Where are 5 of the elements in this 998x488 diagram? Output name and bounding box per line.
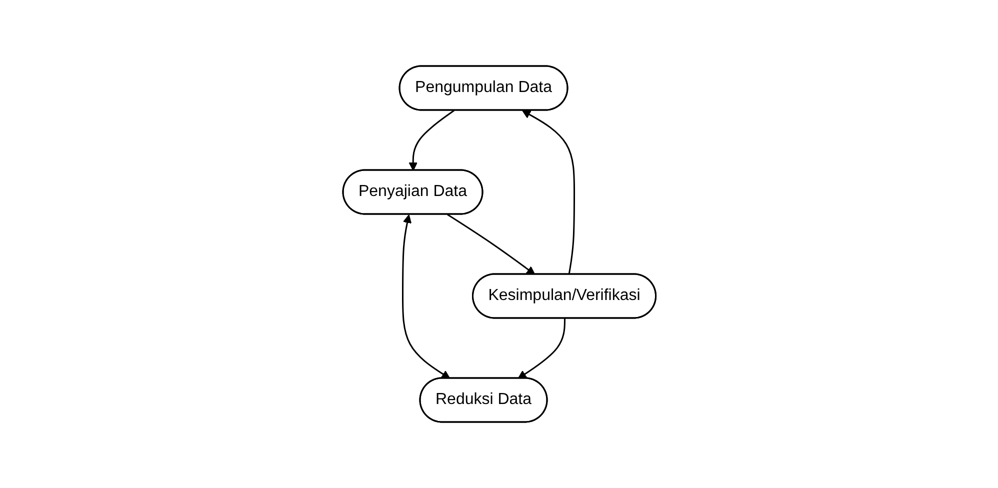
arrow (522, 110, 575, 275)
arrow (408, 110, 454, 171)
arrow (517, 318, 566, 379)
arrow (402, 214, 450, 379)
arrow (446, 214, 535, 275)
